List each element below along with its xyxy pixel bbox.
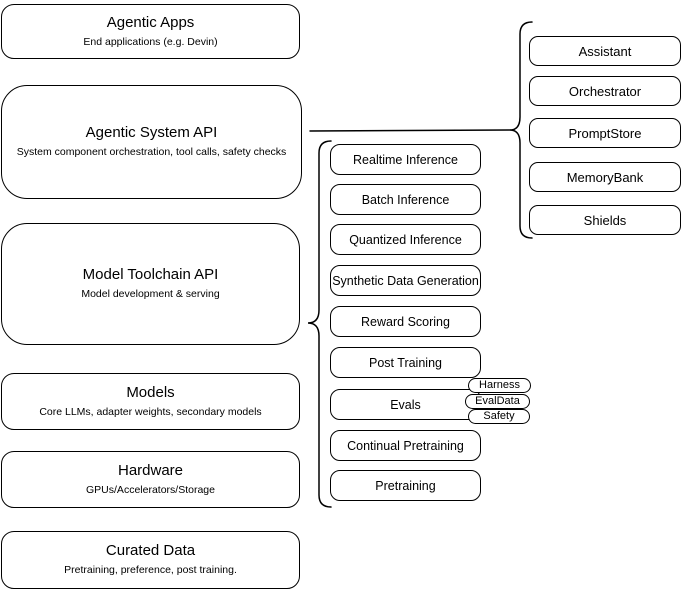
curated-data-title: Curated Data: [105, 542, 196, 560]
system-api-to-components-line: [309, 129, 511, 132]
realtime-inference-box: Realtime Inference: [330, 144, 481, 175]
shields-box: Shields: [529, 205, 681, 235]
agentic-apps-box: Agentic Apps End applications (e.g. Devi…: [1, 4, 300, 59]
hardware-title: Hardware: [117, 461, 184, 479]
hardware-box: Hardware GPUs/Accelerators/Storage: [1, 451, 300, 508]
assistant-box: Assistant: [529, 36, 681, 66]
harness-pill: Harness: [468, 378, 531, 393]
model-toolchain-api-title: Model Toolchain API: [82, 266, 219, 284]
model-toolchain-api-subtitle: Model development & serving: [81, 288, 220, 301]
post-training-box: Post Training: [330, 347, 481, 378]
memorybank-box: MemoryBank: [529, 162, 681, 192]
pretraining-box: Pretraining: [330, 470, 481, 501]
models-title: Models: [126, 383, 175, 401]
continual-pretraining-box: Continual Pretraining: [330, 430, 481, 461]
agentic-system-api-title: Agentic System API: [85, 124, 218, 142]
safety-pill: Safety: [468, 409, 530, 424]
agentic-system-api-subtitle: System component orchestration, tool cal…: [16, 146, 287, 159]
batch-inference-box: Batch Inference: [330, 184, 481, 215]
toolchain-brace: [307, 140, 332, 508]
hardware-subtitle: GPUs/Accelerators/Storage: [86, 483, 215, 496]
curated-data-subtitle: Pretraining, preference, post training.: [64, 564, 237, 577]
agentic-apps-subtitle: End applications (e.g. Devin): [83, 35, 218, 48]
reward-scoring-box: Reward Scoring: [330, 306, 481, 337]
models-box: Models Core LLMs, adapter weights, secon…: [1, 373, 300, 430]
curated-data-box: Curated Data Pretraining, preference, po…: [1, 531, 300, 589]
agentic-system-api-box: Agentic System API System component orch…: [1, 85, 302, 199]
quantized-inference-box: Quantized Inference: [330, 224, 481, 255]
orchestrator-box: Orchestrator: [529, 76, 681, 106]
agentic-apps-title: Agentic Apps: [106, 13, 195, 31]
evaldata-pill: EvalData: [465, 394, 530, 409]
promptstore-box: PromptStore: [529, 118, 681, 148]
models-subtitle: Core LLMs, adapter weights, secondary mo…: [39, 405, 262, 418]
model-toolchain-api-box: Model Toolchain API Model development & …: [1, 223, 300, 345]
synthetic-data-generation-box: Synthetic Data Generation: [330, 265, 481, 296]
evals-box: Evals: [330, 389, 481, 420]
